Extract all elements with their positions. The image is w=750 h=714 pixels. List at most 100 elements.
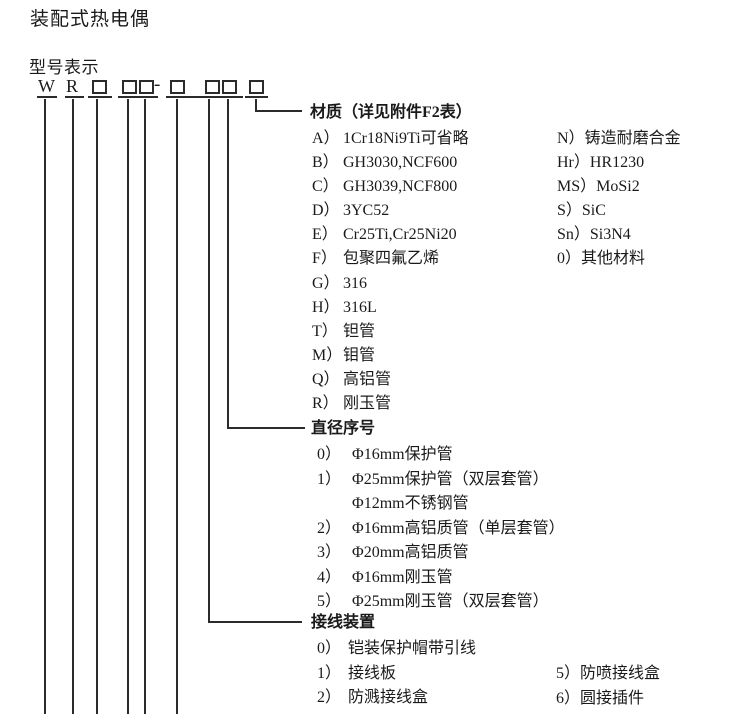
item-code: 2） — [317, 519, 342, 537]
material-item: C）GH3039,NCF800 — [312, 175, 469, 199]
item-code: Sn） — [557, 226, 590, 244]
item-code: 0） — [317, 446, 342, 463]
leader-line-3 — [96, 99, 98, 714]
item-code: G） — [312, 274, 340, 292]
item-code: H） — [312, 298, 340, 316]
item-value: Φ16mm保护管 — [352, 446, 453, 463]
material-item: MS）MoSi2 — [557, 175, 681, 199]
material-section-header: 材质（详见附件F2表） — [310, 104, 472, 121]
code-underline — [118, 96, 158, 98]
material-item: E）Cr25Ti,Cr25Ni20 — [312, 223, 469, 247]
material-item: F）包聚四氟乙烯 — [312, 247, 469, 271]
code-underline — [166, 96, 243, 98]
leader-line-4 — [127, 99, 129, 714]
code-box — [139, 80, 154, 94]
item-value: 钼管 — [343, 346, 376, 364]
code-box — [249, 80, 264, 94]
item-value: Φ25mm保护管（双层套管） — [352, 470, 549, 488]
diameter-section-header: 直径序号 — [311, 420, 376, 437]
item-value: 其他材料 — [581, 250, 646, 268]
item-code: S） — [557, 202, 582, 220]
item-code: 2） — [317, 689, 342, 707]
item-value: Φ25mm刚玉管（双层套管） — [352, 593, 549, 611]
item-code: R） — [312, 395, 339, 413]
item-code: N） — [557, 130, 585, 147]
item-value: SiC — [581, 202, 606, 220]
material-item: Sn）Si3N4 — [557, 223, 681, 247]
material-item: H）316L — [312, 296, 469, 320]
item-value: 316L — [343, 298, 377, 316]
material-item: D）3YC52 — [312, 199, 469, 223]
item-value: 铠装保护帽带引线 — [348, 640, 477, 657]
diameter-item: 3）Φ20mm高铝质管 — [317, 541, 565, 566]
material-item: R）刚玉管 — [312, 392, 469, 416]
leader-elbow-wiring — [208, 621, 302, 623]
leader-elbow-material — [255, 110, 302, 112]
material-item: S）SiC — [557, 199, 681, 223]
item-value: 防溅接线盒 — [348, 689, 429, 707]
item-value: GH3039,NCF800 — [343, 178, 458, 196]
wiring-section-header: 接线装置 — [311, 614, 376, 631]
item-value: 包聚四氟乙烯 — [343, 250, 440, 268]
code-underline — [88, 96, 112, 98]
material-item: G）316 — [312, 272, 469, 296]
page-title: 装配式热电偶 — [30, 9, 151, 30]
code-underline — [245, 96, 268, 98]
code-box — [170, 80, 185, 94]
item-value: HR1230 — [589, 154, 645, 172]
leader-line-material — [255, 99, 257, 112]
item-value: Φ16mm高铝质管（单层套管） — [352, 519, 565, 537]
leader-line-6 — [176, 99, 178, 714]
leader-line-diameter — [227, 99, 229, 429]
leader-line-wiring — [208, 99, 210, 623]
leader-elbow-diameter — [227, 427, 305, 429]
item-code: 0） — [557, 250, 582, 268]
material-right-list: N）铸造耐磨合金 Hr）HR1230 MS）MoSi2 S）SiC Sn）Si3… — [557, 127, 681, 272]
item-value: 316 — [343, 274, 367, 292]
code-box — [92, 80, 107, 94]
item-code: Hr） — [557, 154, 590, 172]
wiring-item: 2） 防溅接线盒 — [317, 686, 476, 711]
diameter-list: 0）Φ16mm保护管 1）Φ25mm保护管（双层套管） Φ12mm不锈钢管 2）… — [317, 443, 565, 615]
code-box — [222, 80, 237, 94]
item-code: A） — [312, 130, 340, 147]
item-value: Φ16mm刚玉管 — [352, 568, 453, 586]
item-code: T） — [312, 322, 338, 340]
item-code: M） — [312, 346, 343, 364]
diameter-item: 0） Φ16mm保护管 — [317, 443, 565, 468]
item-code: 4） — [317, 568, 342, 586]
material-item: Q）高铝管 — [312, 368, 469, 392]
item-code: C） — [312, 178, 339, 196]
wiring-item: 1） 接线板 — [317, 662, 476, 687]
material-item: B）GH3030,NCF600 — [312, 151, 469, 175]
code-underline — [37, 96, 57, 98]
wiring-item: 6）圆接插件 — [556, 687, 660, 712]
wiring-item: 0）铠装保护帽带引线 — [317, 637, 476, 662]
code-letter-r: R — [66, 76, 79, 96]
item-value: MoSi2 — [596, 178, 640, 196]
code-separator: - — [154, 74, 161, 95]
item-code: 1） — [317, 470, 342, 488]
item-code: 5） — [317, 593, 342, 611]
item-code: Q） — [312, 370, 340, 388]
item-code: 5） — [556, 665, 581, 682]
item-value: 防喷接线盒 — [580, 665, 661, 682]
item-code: B） — [312, 154, 339, 172]
diameter-item: 5） Φ25mm刚玉管（双层套管） — [317, 590, 565, 615]
code-box — [122, 80, 137, 94]
code-box — [205, 80, 220, 94]
item-value: 钽管 — [343, 322, 376, 340]
item-value: 接线板 — [348, 664, 397, 682]
item-value: 1Cr18Ni9Ti可省略 — [343, 130, 469, 147]
page-subtitle: 型号表示 — [29, 58, 99, 77]
item-value: 圆接插件 — [580, 689, 645, 707]
item-value: Cr25Ti,Cr25Ni20 — [343, 226, 457, 244]
item-code: 1） — [317, 664, 342, 682]
material-item: N）铸造耐磨合金 — [557, 127, 681, 151]
item-code: 3） — [317, 544, 342, 562]
material-item: 0）其他材料 — [557, 247, 681, 271]
wiring-item: 5）防喷接线盒 — [556, 662, 660, 687]
item-code: 6） — [556, 689, 581, 707]
item-code: MS） — [557, 178, 597, 196]
